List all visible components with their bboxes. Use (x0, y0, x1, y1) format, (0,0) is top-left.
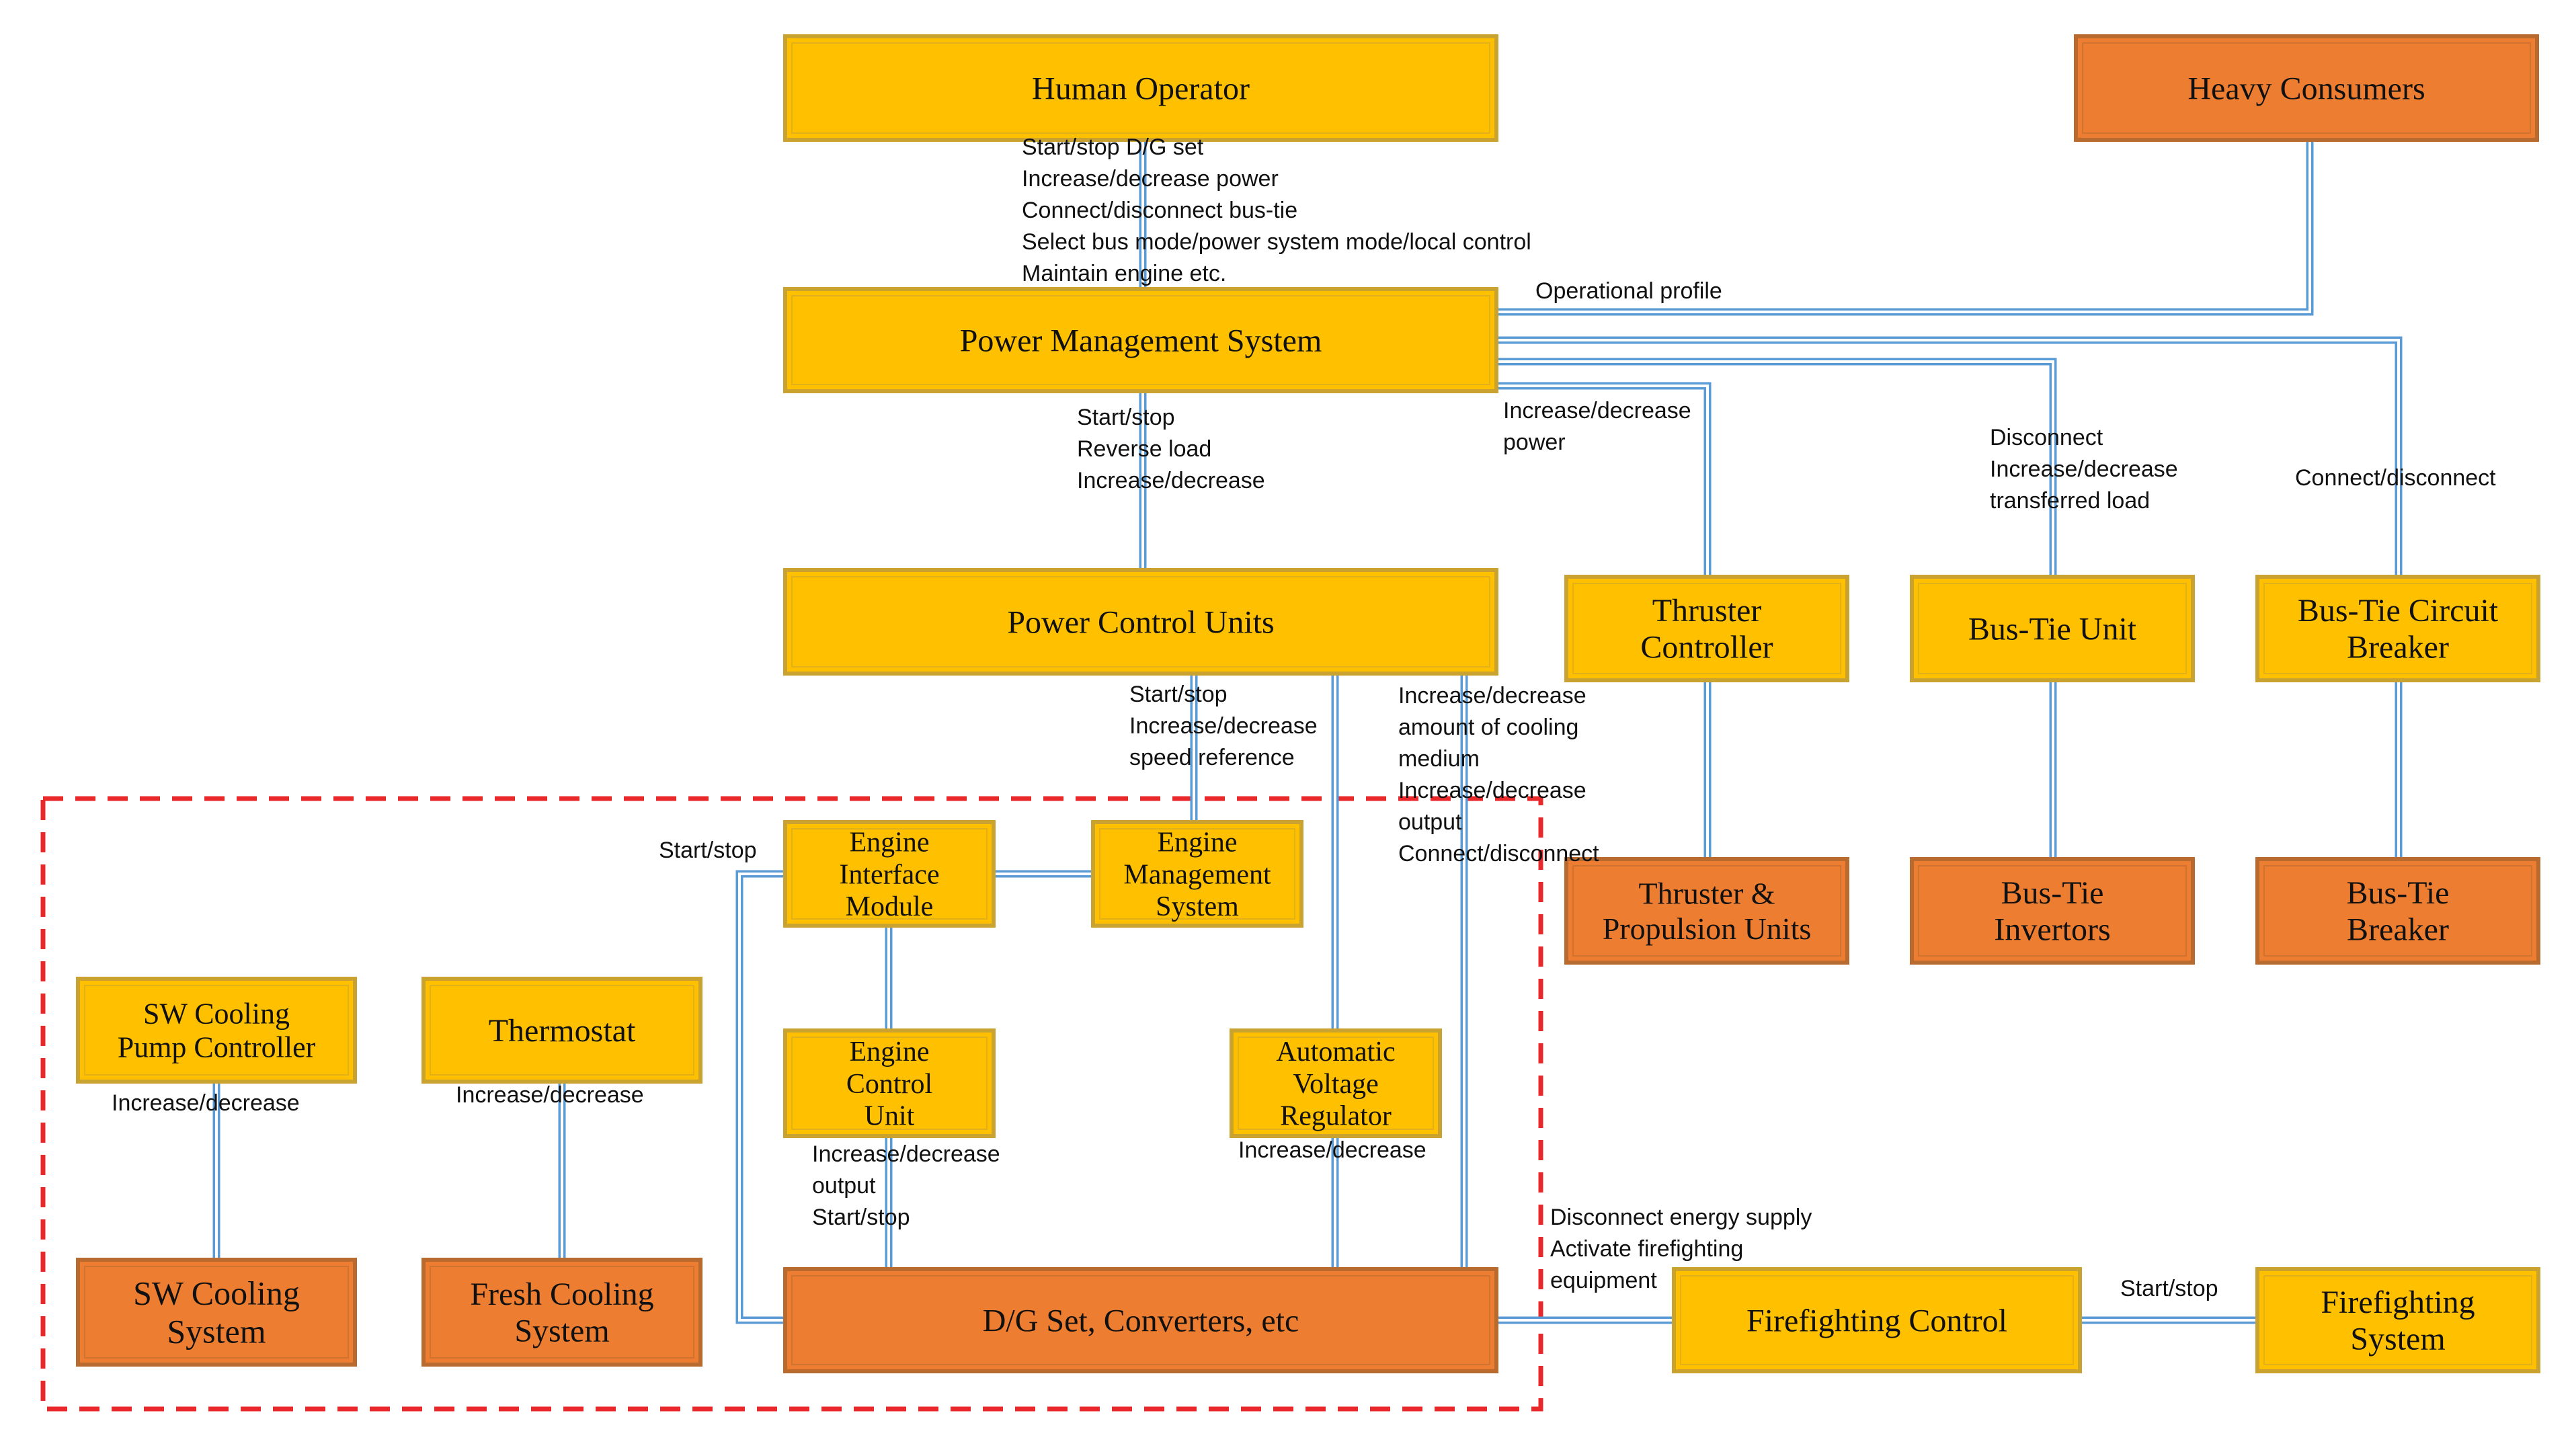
thruster-propulsion-units-box: Thruster &Propulsion Units (1564, 857, 1849, 965)
pms-cb-line (1496, 336, 2403, 577)
eim-to-dg-label: Start/stop (659, 838, 757, 863)
pms-bustie-line (1496, 358, 2057, 577)
pms-to-circuit-breaker-label: Connect/disconnect (2295, 465, 2496, 491)
dg-set-converters-box-label: D/G Set, Converters, etc (983, 1303, 1299, 1338)
bus-tie-unit-box: Bus-Tie Unit (1910, 575, 2195, 682)
thruster-propulsion-units-box-label: Thruster &Propulsion Units (1603, 876, 1812, 945)
power-control-units-box-label: Power Control Units (1007, 604, 1274, 640)
human-operator-box-label: Human Operator (1032, 71, 1250, 106)
system-boundary (40, 796, 1543, 1412)
heavy-pms-line (1496, 140, 2314, 316)
pms-box: Power Management System (783, 287, 1498, 393)
thermostat-box-label: Thermostat (489, 1013, 636, 1049)
firefighting-control-box-label: Firefighting Control (1746, 1303, 2007, 1338)
dg-set-converters-box: D/G Set, Converters, etc (783, 1267, 1498, 1373)
pms-thruster-line (1496, 382, 1712, 577)
firefighting-control-box: Firefighting Control (1672, 1267, 2082, 1373)
thermostat-box: Thermostat (421, 977, 702, 1084)
avr-to-dg-label: Increase/decrease (1238, 1137, 1426, 1163)
operational-profile-label: Operational profile (1535, 278, 1722, 304)
pms-box-label: Power Management System (960, 323, 1322, 358)
bus-tie-unit-box-label: Bus-Tie Unit (1968, 611, 2137, 647)
human-operator-box: Human Operator (783, 34, 1498, 142)
firefighting-start-stop-label: Start/stop (2120, 1276, 2218, 1301)
sw-pump-control-label: Increase/decrease (112, 1090, 300, 1116)
thermostat-control-label: Increase/decrease (456, 1082, 644, 1108)
power-control-units-box: Power Control Units (783, 568, 1498, 676)
eim-dg-line (735, 870, 785, 1324)
heavy-consumers-box-label: Heavy Consumers (2187, 71, 2425, 106)
heavy-consumers-box: Heavy Consumers (2074, 34, 2539, 142)
